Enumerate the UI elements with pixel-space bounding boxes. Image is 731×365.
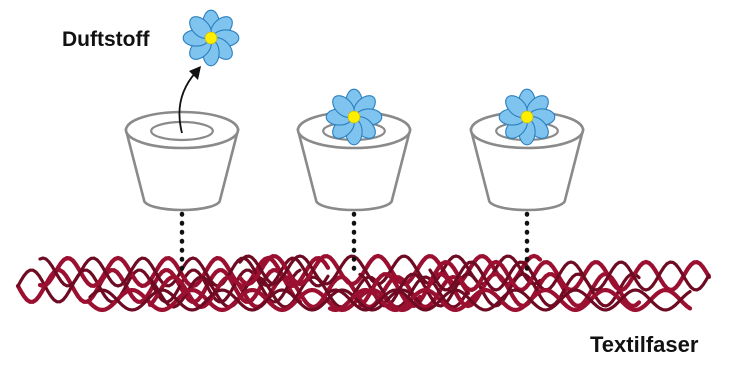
flower-in-cup-3-center: [521, 111, 533, 123]
flower-in-cup-3: [499, 89, 555, 145]
fragrance-label: Duftstoff: [62, 28, 149, 52]
fiber-label: Textilfaser: [590, 332, 698, 358]
textile-fiber: [18, 256, 709, 310]
released-flower: [183, 10, 239, 66]
cup-1: [126, 112, 238, 210]
flower-in-cup-2: [326, 89, 382, 145]
flower-in-cup-2-center: [348, 111, 360, 123]
released-flower-center: [205, 32, 217, 44]
